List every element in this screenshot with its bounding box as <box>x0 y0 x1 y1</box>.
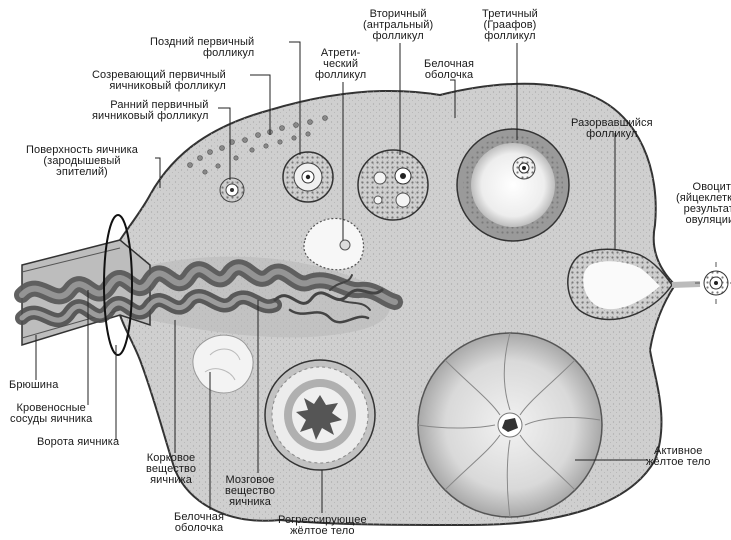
label-line: овуляции) <box>676 215 731 226</box>
early-primary-follicle <box>220 178 244 202</box>
late-primary-follicle <box>283 152 333 202</box>
label-active-corpus-luteum: Активное жёлтое тело <box>646 446 711 468</box>
label-line: фолликул <box>571 129 653 140</box>
label-ovarian-vessels: Кровеносные сосуды яичника <box>10 403 92 425</box>
label-cortex: Корковое вещество яичника <box>146 453 196 486</box>
label-line: Ворота яичника <box>37 437 119 448</box>
label-line: жёлтое тело <box>278 526 367 537</box>
label-ovary-hilum: Ворота яичника <box>37 437 119 448</box>
active-corpus-luteum <box>418 333 602 517</box>
label-line: Брюшина <box>9 380 58 391</box>
label-line: яичниковый фолликул <box>92 81 226 92</box>
label-ovary-surface: Поверхность яичника (зародышевый эпители… <box>26 145 138 178</box>
label-ovulated-oocyte: Овоцит (яйцеклетка в результате овуляции… <box>676 182 731 226</box>
label-line: сосуды яичника <box>10 414 92 425</box>
label-regressing-corpus-luteum: Регрессирующее жёлтое тело <box>278 515 367 537</box>
label-peritoneum: Брюшина <box>9 380 58 391</box>
ruptured-follicle <box>568 249 700 319</box>
label-line: жёлтое тело <box>646 457 711 468</box>
label-atretic-follicle: Атрети- ческий фолликул <box>315 48 366 81</box>
label-tertiary-follicle: Третичный (Граафов) фолликул <box>482 9 538 42</box>
label-late-primary-follicle: Поздний первичный фолликул <box>150 37 254 59</box>
label-line: оболочка <box>174 523 224 534</box>
label-line: эпителий) <box>26 167 138 178</box>
label-medulla: Мозговое вещество яичника <box>225 475 275 508</box>
label-secondary-follicle: Вторичный (антральный) фолликул <box>363 9 433 42</box>
label-line: фолликул <box>363 31 433 42</box>
corpus-albicans <box>193 335 253 393</box>
label-line: яичниковый фолликул <box>92 111 208 122</box>
label-line: яичника <box>146 475 196 486</box>
label-ruptured-follicle: Разорвавшийся фолликул <box>571 118 653 140</box>
label-line: оболочка <box>424 70 474 81</box>
label-maturing-primary-follicle: Созревающий первичный яичниковый фоллику… <box>92 70 226 92</box>
secondary-follicle <box>358 150 428 220</box>
tertiary-follicle <box>457 129 569 241</box>
regressing-corpus-luteum <box>265 360 375 470</box>
label-tunica-albuginea-top: Белочная оболочка <box>424 59 474 81</box>
ovulated-oocyte <box>695 262 731 304</box>
label-line: фолликул <box>315 70 366 81</box>
label-line: фолликул <box>482 31 538 42</box>
label-tunica-albuginea-bottom: Белочная оболочка <box>174 512 224 534</box>
label-line: яичника <box>225 497 275 508</box>
label-early-primary-follicle: Ранний первичный яичниковый фолликул <box>92 100 208 122</box>
label-line: фолликул <box>150 48 254 59</box>
